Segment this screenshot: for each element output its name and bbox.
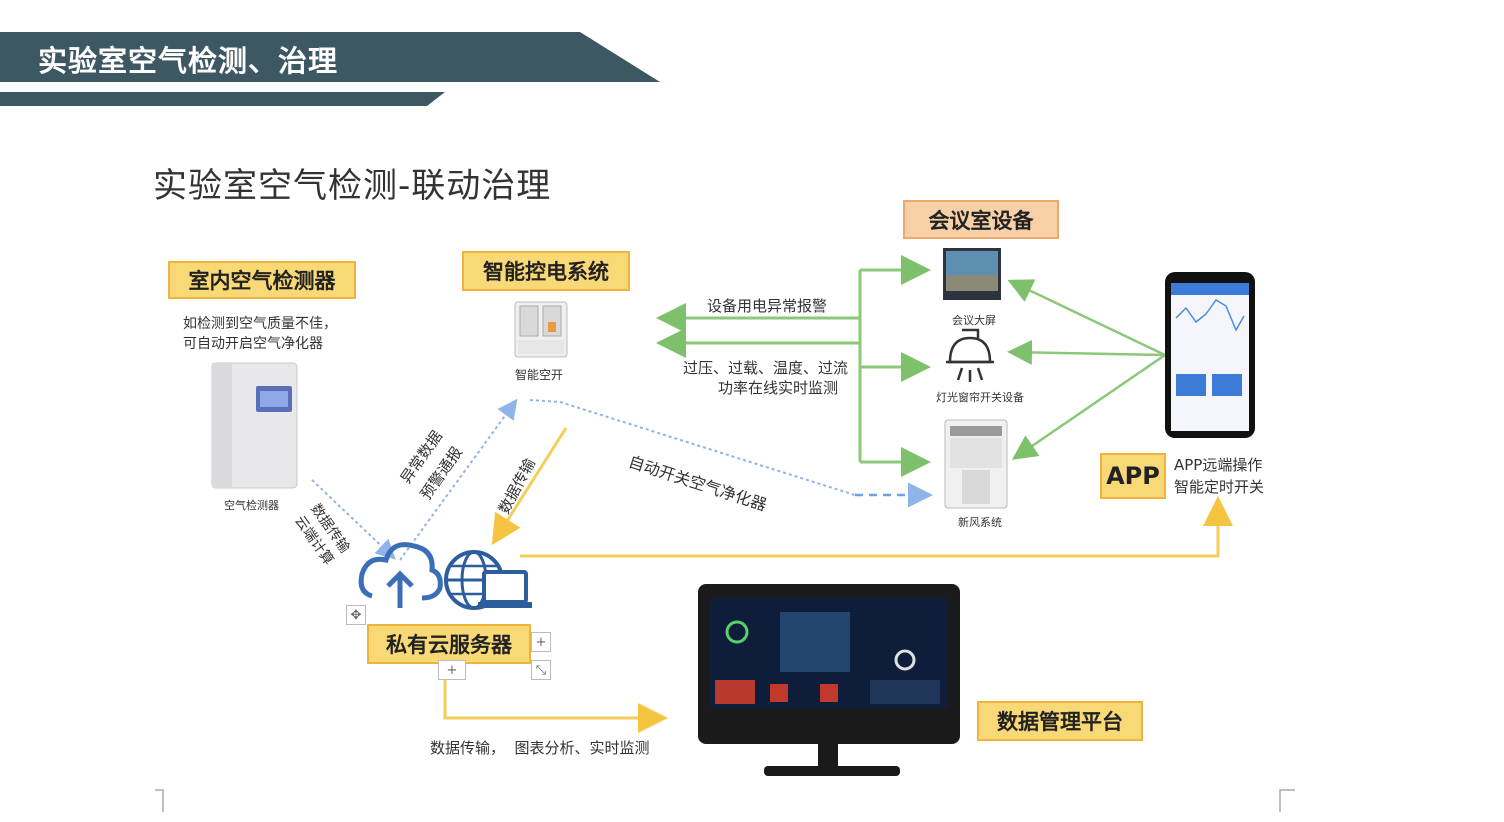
app-desc-line1: APP远端操作 xyxy=(1174,455,1262,475)
app-label-box: APP xyxy=(1100,453,1166,499)
monitor-edge-label-line1: 过压、过载、温度、过流 xyxy=(683,358,848,378)
globe-laptop-icon xyxy=(446,552,532,608)
blue-connectors xyxy=(312,400,855,560)
fresh-air-caption: 新风系统 xyxy=(958,514,1002,530)
phone-arrows xyxy=(1012,282,1165,457)
add-right-handle-icon[interactable]: + xyxy=(531,632,551,652)
alarm-edge-label: 设备用电异常报警 xyxy=(707,296,827,316)
screen-caption: 会议大屏 xyxy=(952,312,996,328)
meeting-screen-device xyxy=(943,248,1001,300)
add-below-handle-icon[interactable]: + xyxy=(438,660,466,680)
light-switch-device xyxy=(946,330,994,382)
server-label-box: 私有云服务器 xyxy=(367,624,531,664)
meeting-room-label-box: 会议室设备 xyxy=(903,200,1059,239)
app-desc-line2: 智能定时开关 xyxy=(1174,477,1264,497)
detector-label-box: 室内空气检测器 xyxy=(168,261,356,299)
detector-note-line1: 如检测到空气质量不佳， xyxy=(183,314,337,334)
platform-label-box: 数据管理平台 xyxy=(977,701,1143,741)
air-detector-device xyxy=(212,363,297,488)
resize-handle-icon[interactable]: ⤡ xyxy=(531,660,551,680)
light-caption: 灯光窗帘开关设备 xyxy=(936,389,1024,405)
monitor-edge-label-line2: 功率在线实时监测 xyxy=(718,378,838,398)
phone-device xyxy=(1165,272,1255,438)
detector-caption: 空气检测器 xyxy=(224,497,279,513)
smart-breaker-device xyxy=(515,302,567,357)
cloud-upload-icon xyxy=(361,545,440,608)
fresh-air-device xyxy=(945,420,1007,508)
detector-note-line2: 可自动开启空气净化器 xyxy=(183,334,323,354)
move-handle-icon[interactable]: ✥ xyxy=(346,605,366,625)
power-system-label-box: 智能控电系统 xyxy=(462,251,630,291)
platform-monitor xyxy=(698,584,960,776)
bottom-edge-label: 数据传输， 图表分析、实时监测 xyxy=(430,738,650,758)
breaker-caption: 智能空开 xyxy=(515,366,563,383)
